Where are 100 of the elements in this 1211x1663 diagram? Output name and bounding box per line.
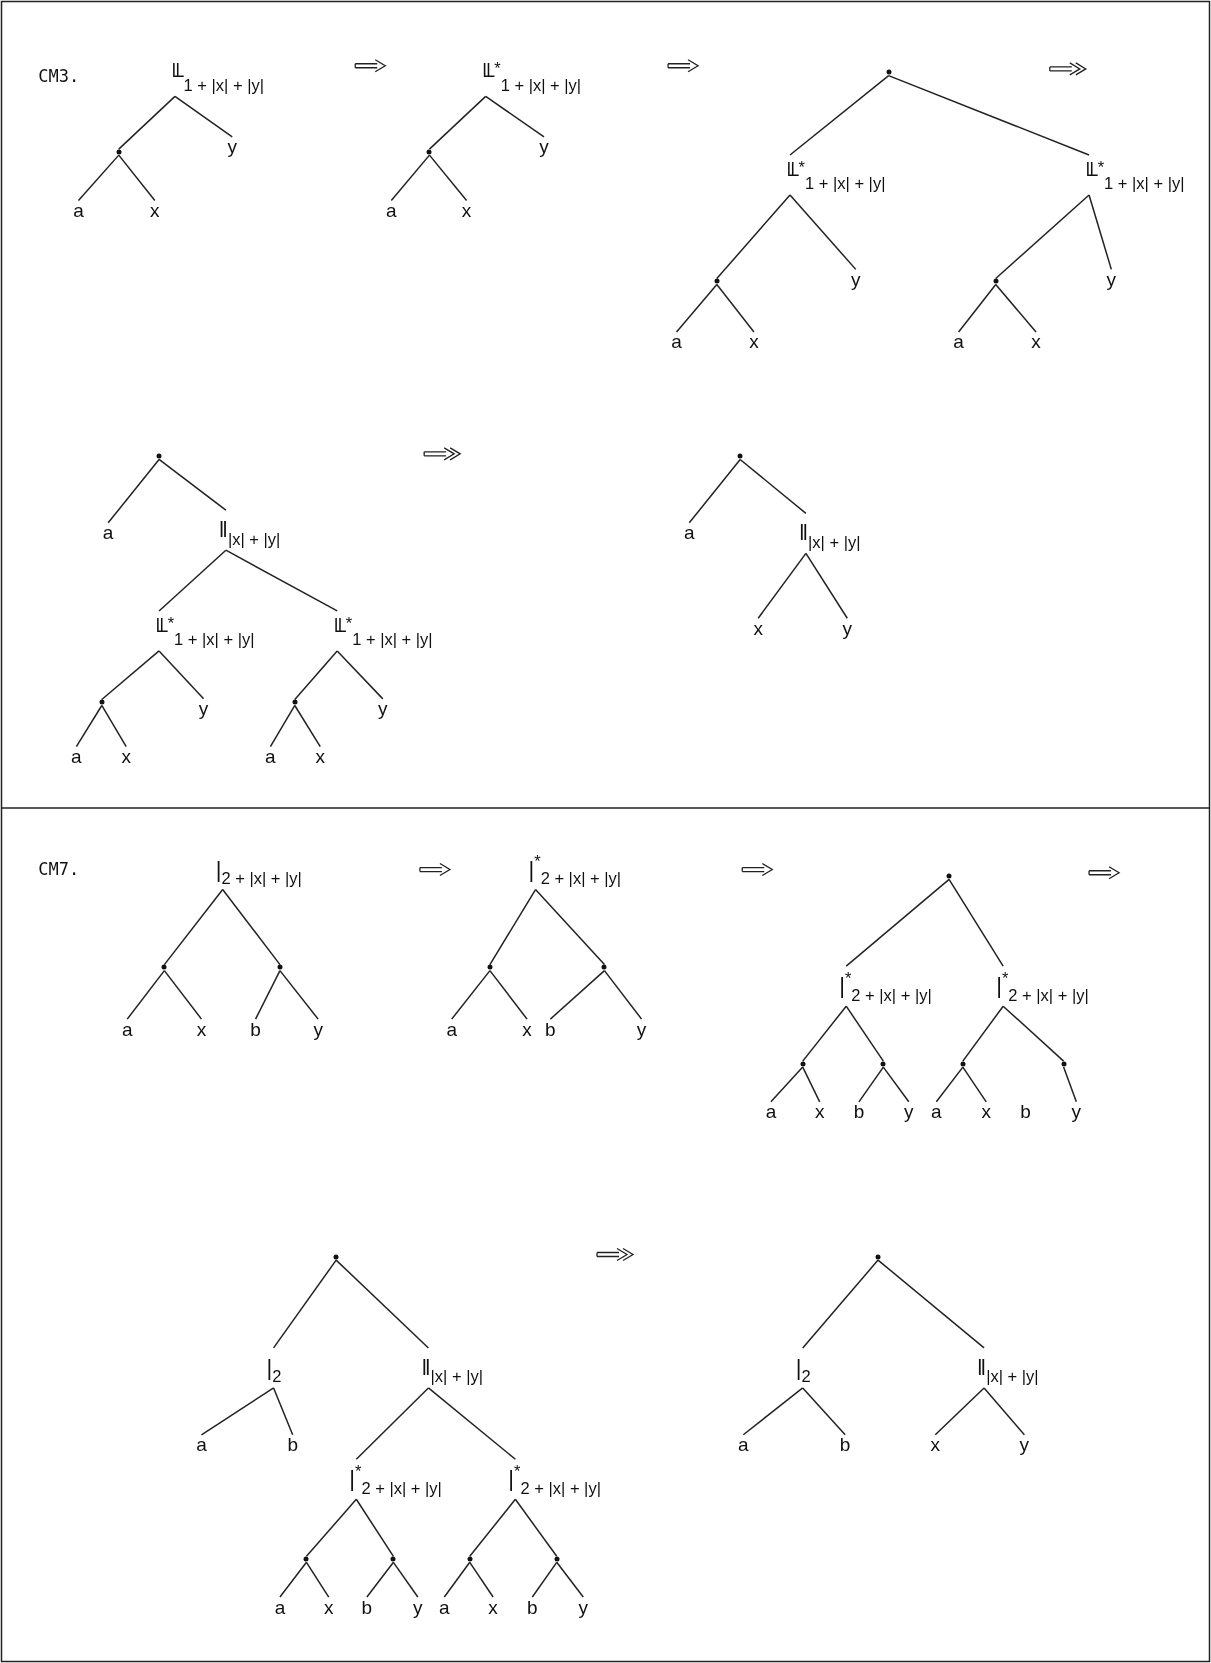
operator-label: |$_{2}$ (795, 1347, 811, 1388)
tree-dot (880, 1061, 886, 1067)
leaf-label: x (121, 746, 131, 766)
tree-branch (366, 1561, 395, 1598)
tree-dot (714, 278, 720, 284)
tree-branch (845, 878, 950, 967)
leaf-label: b (527, 1597, 538, 1617)
tree-branch (995, 194, 1090, 280)
leaf-label: x (522, 1019, 532, 1039)
leaf-label: a (738, 1434, 749, 1454)
operator-label: ‖$_{|x| + |y|}$ (421, 1347, 483, 1388)
tree-branch (107, 458, 160, 524)
tree-dot (960, 1061, 966, 1067)
tree-branch (355, 1498, 395, 1558)
tree-dot (487, 964, 493, 970)
tree-branch (269, 704, 296, 748)
operator-label: ╙$_{1 + |x| + |y|}$ (167, 56, 264, 97)
leaf-label: b (250, 1019, 261, 1039)
tree-branch (279, 969, 319, 1020)
tree-branch (805, 552, 849, 619)
leaf-label: y (198, 698, 209, 718)
leaf-label: a (196, 1434, 207, 1454)
leaf-label: x (150, 200, 160, 220)
leaf-label: x (1031, 331, 1041, 351)
tree-dot (99, 699, 105, 705)
tree-branch (489, 888, 537, 966)
tree-dot (946, 873, 952, 879)
tree-branch (428, 95, 487, 150)
leaf-label: x (981, 1101, 991, 1121)
leaf-label: x (749, 331, 759, 351)
leaf-label: b (545, 1019, 556, 1039)
operator-label: |$_{2}$ (266, 1347, 282, 1388)
tree-branch (957, 283, 997, 333)
tree-branch (101, 704, 127, 748)
tree-branch (355, 1387, 430, 1461)
tree-branch (428, 154, 468, 202)
tree-branch (163, 888, 224, 966)
tree-branch (802, 1387, 846, 1436)
tree-branch (948, 878, 1004, 967)
leaf-label: a (953, 331, 964, 351)
tree-branch (305, 1498, 358, 1558)
leaf-label: y (1019, 1434, 1030, 1454)
tree-dot (390, 1556, 396, 1562)
tree-branch (549, 969, 606, 1020)
tree-branch (962, 1066, 987, 1103)
tree-branch (845, 1005, 885, 1062)
tree-branch (716, 283, 755, 333)
leaf-label: y (851, 269, 861, 289)
tree-branch (469, 1561, 494, 1598)
tree-branch (934, 1387, 985, 1436)
tree-branch (427, 1387, 517, 1461)
leaf-label: a (765, 1101, 777, 1121)
tree-branch (118, 154, 156, 202)
leaf-label: y (413, 1597, 423, 1617)
leaf-label: y (313, 1019, 323, 1039)
tree-branch (789, 74, 890, 156)
tree-branch (688, 458, 741, 524)
tree-branch (225, 549, 338, 612)
tree-dot (277, 964, 283, 970)
tree-branch (1002, 1005, 1065, 1062)
tree-dot (554, 1556, 560, 1562)
operator-label: ‖$_{|x| + |y|}$ (798, 513, 861, 554)
tree-branch (995, 283, 1037, 333)
tree-branch (757, 552, 807, 619)
leaf-label: a (931, 1101, 942, 1121)
tree-branch (789, 194, 857, 271)
leaf-label: x (930, 1434, 941, 1454)
leaf-label: x (323, 1597, 334, 1617)
tree-branch (158, 458, 227, 511)
tree-branch (962, 1005, 1004, 1062)
tree-branch (272, 1387, 294, 1436)
tree-branch (294, 704, 321, 748)
leaf-label: y (378, 698, 388, 718)
tree-branch (555, 1561, 584, 1598)
operator-label: ‖$_{|x| + |y|}$ (218, 510, 281, 551)
leaf-label: a (121, 1019, 133, 1039)
tree-branch (451, 969, 491, 1020)
leaf-label: y (904, 1101, 914, 1121)
tree-branch (469, 1498, 517, 1558)
tree-branch (392, 1561, 419, 1598)
leaf-label: x (814, 1101, 825, 1121)
tree-branch (126, 969, 166, 1020)
leaf-label: a (73, 200, 84, 220)
tree-dot (156, 453, 162, 459)
tree-dot (161, 964, 167, 970)
leaf-label: y (227, 136, 237, 156)
tree-dot (303, 1556, 309, 1562)
tree-branch (118, 95, 176, 150)
section-label: CM7. (38, 858, 80, 879)
leaf-label: b (839, 1434, 851, 1454)
operator-label: ‖$_{|x| + |y|}$ (977, 1347, 1039, 1388)
tree-branch (101, 650, 160, 701)
tree-branch (882, 1066, 910, 1103)
leaf-label: b (1020, 1101, 1031, 1121)
leaf-label: a (684, 522, 695, 542)
leaf-label: a (671, 331, 682, 351)
tree-branch (158, 549, 227, 612)
leaf-label: y (1106, 269, 1117, 289)
tree-branch (716, 194, 791, 280)
leaf-label: b (853, 1101, 865, 1121)
